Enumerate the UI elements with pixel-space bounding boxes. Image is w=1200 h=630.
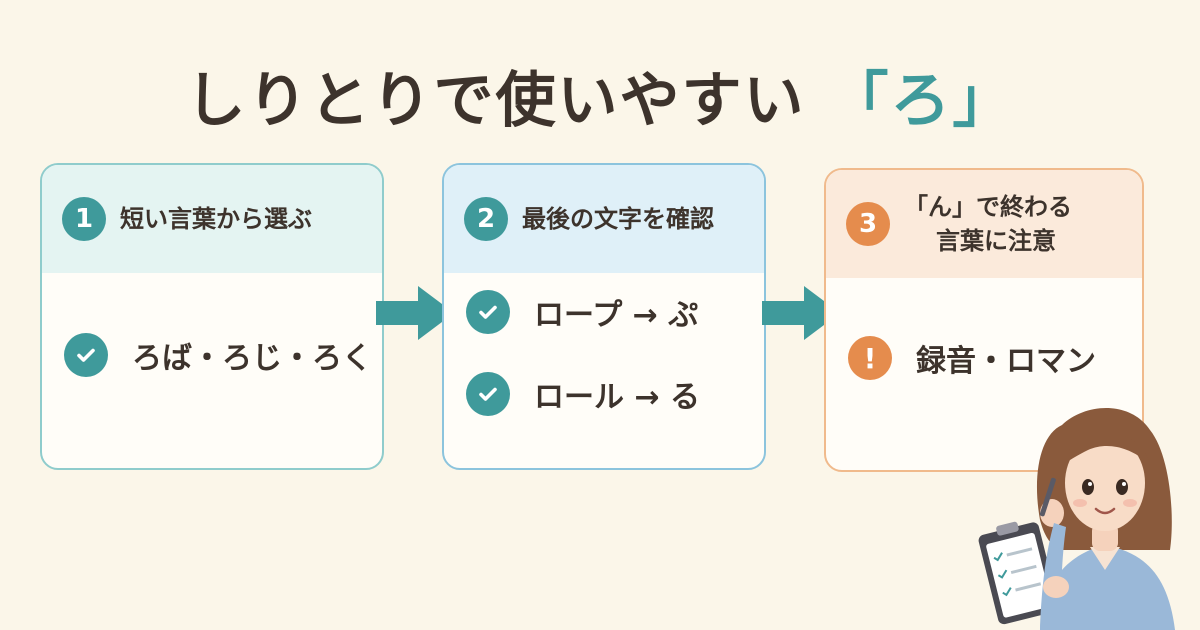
check-icon — [466, 372, 510, 416]
list-item: ロール → る — [466, 372, 700, 416]
woman-with-clipboard-illustration — [978, 407, 1175, 630]
step-card-2: 2 最後の文字を確認 ロープ → ぷ ロール → る — [442, 163, 766, 470]
step-header-2: 2 最後の文字を確認 — [444, 165, 764, 273]
title-accent: 「ろ」 — [828, 66, 1015, 136]
check-icon — [466, 290, 510, 334]
step-heading-3-line1: 「ん」で終わる — [904, 193, 1072, 221]
step-heading-3-line2: 言葉に注意 — [936, 227, 1056, 255]
step-heading-3: 「ん」で終わる 言葉に注意 — [904, 190, 1072, 258]
item-text: 録音・ロマン — [916, 344, 1096, 379]
step-card-3: 3 「ん」で終わる 言葉に注意 ! 録音・ロマン — [824, 168, 1144, 472]
step-number-2: 2 — [464, 197, 508, 241]
step-number-1: 1 — [62, 197, 106, 241]
item-text: ロープ → ぷ — [534, 298, 699, 333]
item-text: ろば・ろじ・ろく — [132, 341, 372, 376]
step-heading-1-line: 短い言葉から選ぶ — [120, 205, 312, 233]
item-text: ロール → る — [534, 380, 701, 415]
list-item: ! 録音・ロマン — [848, 336, 1096, 380]
arrow-right-icon — [376, 286, 454, 340]
step-heading-1: 短い言葉から選ぶ — [120, 202, 312, 236]
step-card-1: 1 短い言葉から選ぶ ろば・ろじ・ろく — [40, 163, 384, 470]
check-icon — [64, 333, 108, 377]
exclamation-icon: ! — [848, 336, 892, 380]
step-number-3: 3 — [846, 202, 890, 246]
step-heading-2-line: 最後の文字を確認 — [522, 205, 714, 233]
step-heading-2: 最後の文字を確認 — [522, 202, 714, 236]
step-header-1: 1 短い言葉から選ぶ — [42, 165, 382, 273]
title-main: しりとりで使いやすい — [185, 66, 806, 136]
list-item: ろば・ろじ・ろく — [64, 333, 372, 377]
step-header-3: 3 「ん」で終わる 言葉に注意 — [826, 170, 1142, 278]
arrow-right-icon — [762, 286, 840, 340]
page-title: しりとりで使いやすい 「ろ」 — [0, 52, 1200, 139]
list-item: ロープ → ぷ — [466, 290, 698, 334]
